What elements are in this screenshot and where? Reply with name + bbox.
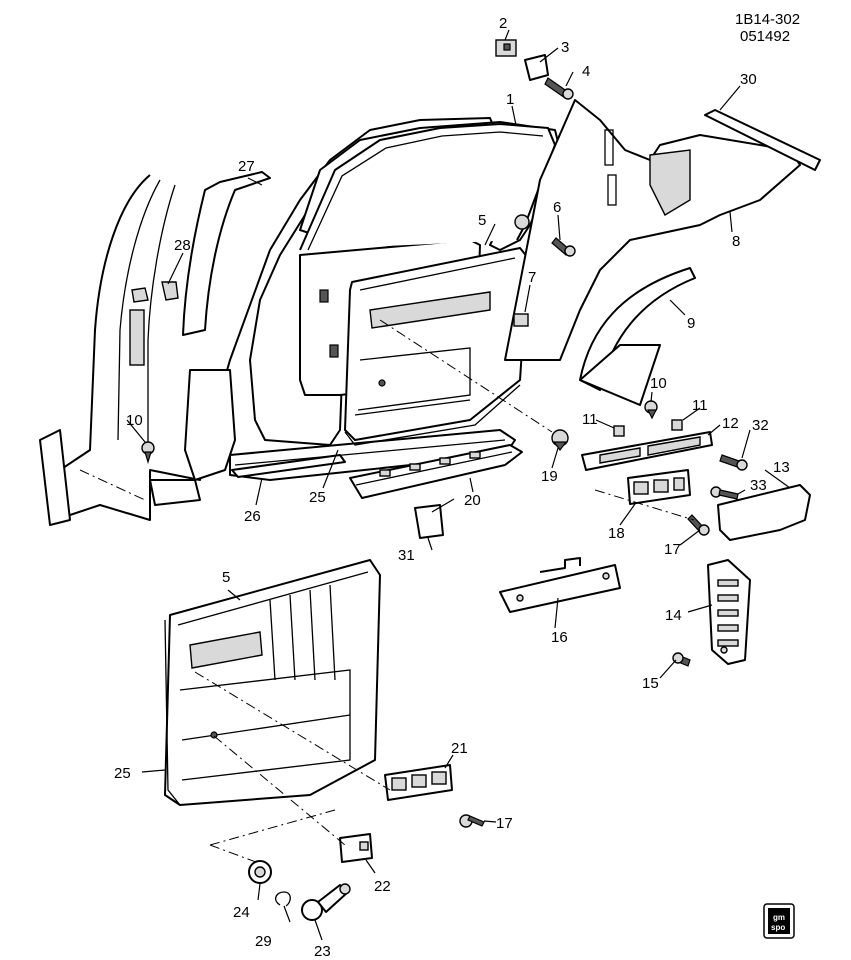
escutcheon-part-24 [248, 860, 272, 884]
screw-part-6 [514, 214, 576, 257]
callout-4: 4 [582, 63, 590, 80]
callout-2: 2 [499, 15, 507, 32]
clip-part-28 [161, 281, 179, 301]
trim-molding-part-25-lower [164, 619, 181, 806]
callout-30: 30 [740, 71, 757, 88]
callout-11-left: 11 [582, 411, 598, 428]
screw-part-33 [710, 486, 739, 500]
callout-5-upper: 5 [478, 212, 486, 229]
gm-spo-logo: gm spo [763, 903, 795, 939]
screw-part-17-lower [459, 814, 485, 828]
callout-8: 8 [732, 233, 740, 250]
callout-13: 13 [773, 459, 790, 476]
switch-bezel-part-21 [384, 764, 453, 801]
bracket-part-31 [414, 504, 444, 539]
callout-15: 15 [642, 675, 659, 692]
window-crank-part-23 [301, 883, 351, 921]
callout-5-lower: 5 [222, 569, 230, 586]
screw-part-32 [719, 454, 748, 471]
vent-grille-part-14 [707, 559, 751, 665]
screw-part-17-upper [687, 514, 710, 536]
callout-29: 29 [255, 933, 272, 950]
retainer-part-2 [495, 39, 517, 57]
nut-part-11-right [671, 419, 683, 431]
trim-molding-part-25-upper [344, 384, 521, 446]
callout-32: 32 [752, 417, 769, 434]
callout-16: 16 [551, 629, 568, 646]
screw-part-15 [672, 652, 691, 667]
weatherstrip-part-1 [299, 123, 556, 251]
switch-part-22 [339, 833, 373, 863]
molding-part-30 [704, 109, 821, 171]
drawing-code-line1: 1B14-302 [735, 11, 800, 28]
armrest-base-part-12 [581, 431, 713, 471]
clip-part-7 [513, 313, 529, 327]
callout-11-right: 11 [692, 397, 708, 414]
leader-lines [126, 29, 791, 941]
callout-21: 21 [451, 740, 468, 757]
callout-1: 1 [506, 91, 514, 108]
armrest-pad-part-13 [717, 484, 811, 541]
logo-text-line2: spo [771, 923, 785, 932]
callouts: 1 2 3 4 5 5 6 7 8 9 10 10 11 11 12 13 14… [114, 15, 790, 960]
push-pin-part-10-left [141, 441, 155, 465]
pillar-trim-part-27 [182, 171, 271, 336]
callout-18: 18 [608, 525, 625, 542]
callout-26: 26 [244, 508, 261, 525]
callout-12: 12 [722, 415, 739, 432]
push-pin-part-19 [551, 429, 569, 451]
callout-24: 24 [233, 904, 250, 921]
scuff-plate-part-20 [349, 444, 523, 499]
clip-part-3 [524, 54, 549, 81]
callout-19: 19 [541, 468, 558, 485]
logo-text-line1: gm [773, 913, 785, 922]
callout-10-left: 10 [126, 412, 143, 429]
callout-23: 23 [314, 943, 331, 960]
sill-plate-part-26 [231, 454, 346, 478]
dash-lines [79, 319, 695, 863]
push-pin-part-10-right [644, 400, 658, 420]
callout-3: 3 [561, 39, 569, 56]
wheelhouse-trim-part-9 [579, 267, 696, 406]
retainer-clip-part-29 [275, 891, 291, 907]
door-trim-panel-part-5-lower [164, 559, 381, 806]
callout-9: 9 [687, 315, 695, 332]
callout-33: 33 [750, 477, 767, 494]
switch-bezel-part-18 [627, 469, 691, 505]
callout-14: 14 [665, 607, 682, 624]
callout-27: 27 [238, 158, 255, 175]
callout-22: 22 [374, 878, 391, 895]
callout-20: 20 [464, 492, 481, 509]
callout-6: 6 [553, 199, 561, 216]
callout-10-right: 10 [650, 375, 667, 392]
callout-25-upper: 25 [309, 489, 326, 506]
callout-28: 28 [174, 237, 191, 254]
drawing-code-line2: 051492 [740, 28, 790, 45]
callout-7: 7 [528, 269, 536, 286]
callout-31: 31 [398, 547, 415, 564]
bracket-part-16 [499, 557, 621, 613]
door-trim-panel-part-5-upper [344, 247, 529, 441]
callout-17-upper: 17 [664, 541, 681, 558]
callout-25-lower: 25 [114, 765, 131, 782]
callout-17-lower: 17 [496, 815, 513, 832]
nut-part-11-left [613, 425, 625, 437]
screw-part-4 [544, 77, 574, 100]
